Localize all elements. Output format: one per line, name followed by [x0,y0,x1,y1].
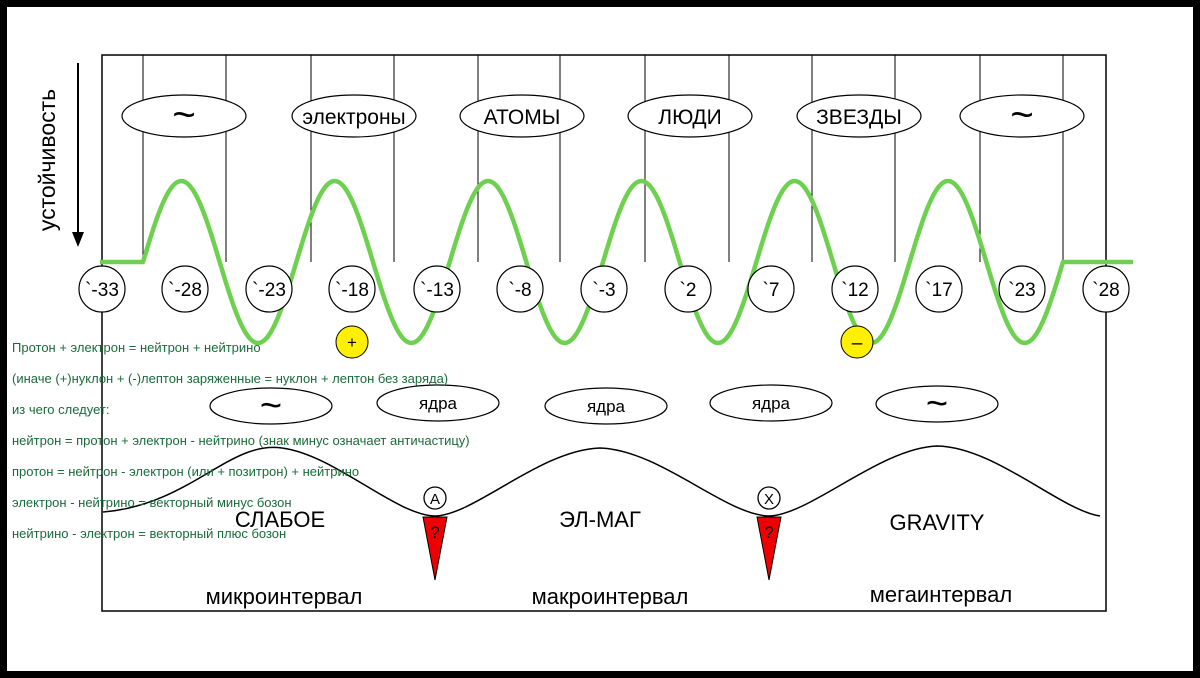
scale-ticks: `-33 `-28 `-23 `-18 `-13 `-8 `-3 `2 `7 `12 `17 `23 `… [78,265,1130,313]
scale-tick: `-28 [161,265,209,313]
top-label-6: ~ [959,93,1085,138]
top-label-1: ~ [121,93,247,138]
lower-label-text: ядра [587,397,626,416]
top-label-2: электроны [291,94,417,138]
scale-tick: `2 [664,265,712,313]
scale-tick: `12 [831,265,879,313]
lower-label-4: ядра [709,384,833,422]
lower-label-text: ядра [752,394,791,413]
lower-label-5: ~ [875,383,999,425]
axis-arrow [72,63,84,247]
lower-label-1: ~ [209,385,333,427]
scale-tick: `-8 [496,265,544,313]
scale-tick: `-13 [413,265,461,313]
plus-sign-label: + [347,333,357,352]
boundary-mark-a-label: A [430,491,440,508]
top-label-3: АТОМЫ [459,94,585,138]
scale-tick: `-33 [78,265,126,313]
boundary-mark-a: A [423,486,447,510]
top-label-4: ЛЮДИ [627,94,753,138]
scale-tick-label: `-8 [508,280,531,301]
scale-tick: `-3 [580,265,628,313]
scale-tick-label: `-13 [420,280,454,301]
note-line: нейтрино - электрон = векторный плюс боз… [12,526,286,541]
scale-tick-label: `2 [680,280,697,301]
interval-macro: макроинтервал [532,584,689,609]
note-line: протон = нейтрон - электрон (или + позит… [12,464,359,479]
interval-mega: мегаинтервал [870,582,1012,607]
scale-tick: `-18 [328,265,376,313]
scale-tick: `7 [747,265,795,313]
scale-tick: `-23 [245,265,293,313]
top-label-text: электроны [302,106,405,129]
lower-label-text: ядра [419,394,458,413]
lower-label-text: ~ [926,383,948,425]
minus-sign-label: – [852,333,863,354]
note-line: Протон + электрон = нейтрон + нейтрино [12,340,261,355]
lower-labels: ~ ядра ядра ядра ~ [209,383,999,427]
boundary-mark-x-label: X [764,491,774,508]
stability-wave [100,178,1133,346]
note-line: из чего следует: [12,402,109,417]
scale-tick: `23 [998,265,1046,313]
interaction-wave [102,445,1101,517]
scale-tick-label: `7 [763,280,780,301]
spike-left-label: ? [430,523,439,542]
plus-sign: + [335,325,369,359]
top-label-5: ЗВЕЗДЫ [796,94,922,138]
scale-tick-label: `-33 [85,280,119,301]
force-gravity: GRAVITY [890,510,985,535]
top-label-text: ЛЮДИ [658,106,721,129]
top-label-text: ~ [1010,93,1033,137]
top-label-text: ЗВЕЗДЫ [816,106,902,129]
scale-tick: `17 [915,265,963,313]
scale-tick-label: `17 [925,280,952,301]
lower-label-2: ядра [376,384,500,422]
spike-right-label: ? [764,523,773,542]
top-label-text: АТОМЫ [484,106,561,129]
note-line: электрон - нейтрино = векторный минус бо… [12,495,292,510]
scale-tick-label: `-3 [592,280,615,301]
main-frame [101,54,1107,612]
top-labels: ~ электроны АТОМЫ ЛЮДИ ЗВЕЗДЫ ~ [121,93,1085,138]
force-weak: СЛАБОЕ [235,507,325,532]
note-line: (иначе (+)нуклон + (-)лептон заряженные … [12,371,448,386]
scale-tick-label: `-18 [335,280,369,301]
interval-micro: микроинтервал [206,584,363,609]
axis-label: устойчивость [34,89,60,231]
scale-tick-label: `28 [1092,280,1119,301]
scale-tick-label: `12 [841,280,868,301]
boundary-mark-x: X [757,486,781,510]
lower-label-3: ядра [544,387,668,425]
spike-left: ? [422,516,448,581]
scale-tick: `28 [1082,265,1130,313]
scale-tick-label: `23 [1008,280,1035,301]
top-label-text: ~ [172,93,195,137]
force-electromagnetic: ЭЛ-МАГ [559,507,641,532]
scale-tick-label: `-23 [252,280,286,301]
minus-sign: – [840,325,874,359]
band-lines [142,55,1064,262]
note-line: нейтрон = протон + электрон - нейтрино (… [12,433,470,448]
notes: Протон + электрон = нейтрон + нейтрино (и… [12,340,470,541]
scale-tick-label: `-28 [168,280,202,301]
lower-label-text: ~ [260,385,282,427]
spike-right: ? [756,516,782,581]
